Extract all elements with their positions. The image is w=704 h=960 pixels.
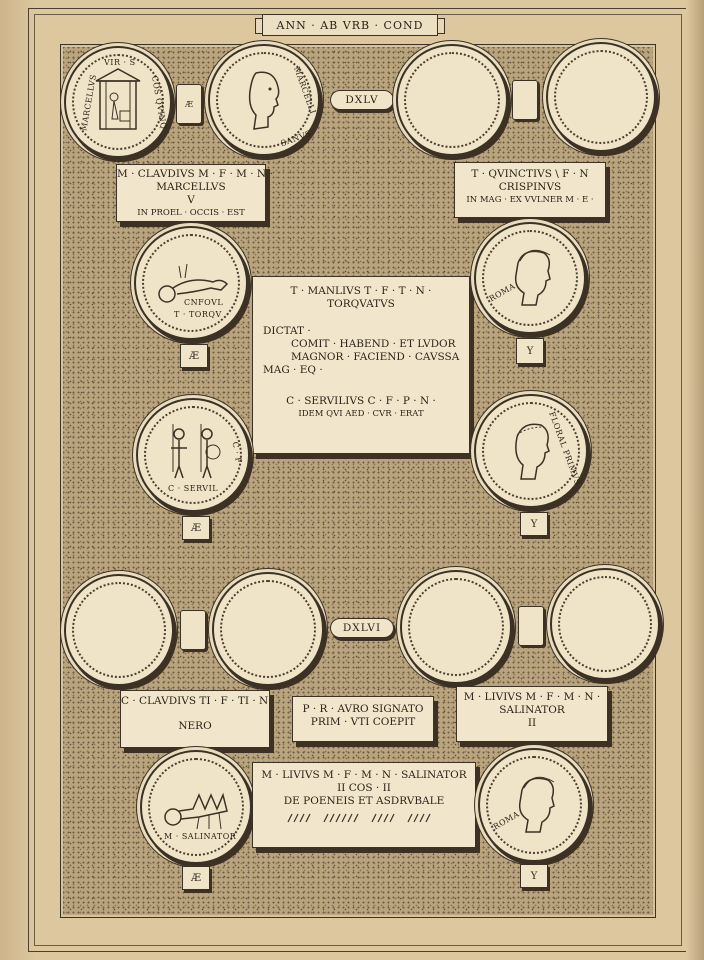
connector-2 — [180, 610, 206, 650]
plate-line: DE POENEIS ET ASDRVBALE — [283, 795, 445, 807]
coin-marcellus-obverse: MARCELLI SANVS — [208, 44, 320, 156]
header-plate: ANN · AB VRB · COND — [255, 14, 445, 36]
wreathed-head-icon — [515, 423, 550, 480]
helmeted-head-icon — [514, 249, 551, 306]
tab-ar-3-label: Æ — [190, 522, 201, 534]
coin-ring — [144, 406, 242, 504]
tab-ar-3: Æ — [182, 516, 210, 540]
tab-y-2: Y — [520, 512, 548, 536]
coin-servilius-head: FLORAL PRIMVS — [474, 394, 588, 508]
coin-roma-2: ROMA — [478, 748, 590, 862]
coin-ring — [558, 576, 652, 672]
plate-line: T · MANLIVS T · F · T · N · — [290, 285, 432, 297]
coin-ring — [72, 54, 164, 150]
connector-1 — [512, 80, 538, 120]
plate-claudius-marcellus: M · CLAVDIVS M · F · M · N · MARCELLVS V… — [116, 164, 273, 222]
quadriga-icon — [164, 792, 228, 830]
plate-line: P · R · AVRO SIGNATO — [302, 703, 424, 715]
plate-line: IDEM QVI AED · CVR · ERAT — [298, 409, 424, 419]
coin-blank-3 — [64, 574, 174, 686]
coin-ring — [482, 402, 580, 500]
chariot-icon — [158, 263, 229, 303]
tab-y-2-label: Y — [530, 518, 538, 530]
coin-ring — [554, 50, 648, 144]
coin-ring — [142, 234, 240, 332]
header-title: ANN · AB VRB · COND — [276, 18, 424, 32]
warriors-icon — [171, 424, 221, 479]
tab-ar-2: Æ — [180, 344, 208, 368]
tab-y-3-label: Y — [530, 870, 538, 882]
temple-icon — [95, 68, 141, 130]
coin-ring — [408, 578, 504, 676]
plate-line: V — [187, 194, 195, 206]
plate-claudius-nero: C · CLAVDIVS TI · F · TI · N · NERO — [120, 690, 275, 748]
tab-ar-2-label: Æ — [188, 350, 199, 362]
plate-line: TORQVATVS — [327, 298, 395, 310]
bearded-head-icon — [248, 71, 280, 130]
plate-livius-salinator-bottom: M · LIVIVS M · F · M · N · SALINATOR II … — [252, 762, 476, 848]
coin-ring — [216, 52, 312, 148]
tab-y-1-label: Y — [526, 345, 534, 357]
coin-ring — [72, 582, 166, 678]
tab-ar-1-label: Æ — [184, 99, 193, 109]
coin-blank-2 — [546, 42, 656, 152]
year-dxlvi-label: DXLVI — [342, 622, 382, 634]
plate-line: II — [527, 717, 537, 729]
coin-blank-1 — [396, 44, 508, 156]
year-dxlv-label: DXLV — [345, 94, 379, 106]
plate-line: CRISPINVS — [498, 181, 562, 193]
coin-ring — [404, 52, 500, 148]
coin-ring — [482, 230, 578, 326]
plate-line: M · LIVIVS M · F · M · N · SALINATOR — [261, 769, 467, 781]
plate-line: PRIM · VTI COEPIT — [310, 716, 416, 728]
plate-line: MARCELLVS — [156, 181, 226, 193]
coin-blank-5 — [400, 570, 512, 684]
coin-ring — [148, 758, 244, 856]
coin-torquatus-quadriga: CNFOVL T · TORQV — [134, 226, 248, 340]
coin-blank-6 — [550, 568, 660, 680]
hatch-marks-icon — [287, 813, 431, 823]
plate-line: II COS · II — [337, 782, 391, 794]
connector-3 — [518, 606, 544, 646]
plate-line: MAG · EQ · — [263, 364, 323, 376]
tab-ar-4-label: Æ — [190, 872, 201, 884]
legend-torqv: T · TORQV — [174, 310, 222, 319]
tab-ar-4: Æ — [182, 866, 210, 890]
plate-line: M · LIVIVS M · F · M · N · — [463, 691, 601, 703]
coin-ring — [486, 756, 582, 854]
legend-msalinator: M · SALINATOR — [164, 832, 237, 841]
plate-livius-salinator-top: M · LIVIVS M · F · M · N · SALINATOR II — [456, 686, 608, 742]
plate-line: T · QVINCTIVS \ F · N — [471, 168, 589, 180]
year-dxlvi: DXLVI — [330, 618, 394, 638]
coin-roma-1: ROMA — [474, 222, 586, 334]
plate-line: IN MAG · EX VVLNER M · E · — [466, 195, 594, 205]
coin-servilius-warriors: C · SERVIL C · F — [136, 398, 250, 512]
plate-line: NERO — [178, 720, 212, 732]
plate-quinctius-crispinus: T · QVINCTIVS \ F · N CRISPINVS IN MAG ·… — [454, 162, 606, 218]
legend-cnfovl: CNFOVL — [184, 298, 224, 307]
coin-marcellus-reverse: VIR · S MARCELLVS COS QVINQ — [64, 46, 172, 158]
coin-salinator-quadriga: M · SALINATOR — [140, 750, 252, 864]
plate-auro-signato: P · R · AVRO SIGNATO PRIM · VTI COEPIT — [292, 696, 434, 742]
tab-ar-1: Æ — [176, 84, 202, 124]
legend-marcellus-top: VIR · S — [104, 58, 136, 67]
plate-line: COMIT · HABEND · ET LVDOR — [291, 338, 456, 350]
tab-y-3: Y — [520, 864, 548, 888]
tab-y-1: Y — [516, 338, 544, 364]
coin-ring — [220, 580, 316, 678]
year-dxlv: DXLV — [330, 90, 394, 110]
plate-line: IN PROEL · OCCIS · EST — [137, 208, 245, 218]
plate-line: C · SERVILIVS C · F · P · N · — [286, 395, 436, 407]
helmeted-head-icon — [518, 776, 555, 833]
plate-line: SALINATOR — [499, 704, 565, 716]
plate-manlius-torquatus: T · MANLIVS T · F · T · N · TORQVATVS DI… — [252, 276, 470, 454]
plate-line: MAGNOR · FACIEND · CAVSSA — [291, 351, 460, 363]
plate-line: DICTAT · — [263, 325, 311, 337]
plate-line: M · CLAVDIVS M · F · M · N · — [117, 168, 273, 180]
plate-line: C · CLAVDIVS TI · F · TI · N · — [121, 695, 275, 707]
coin-blank-4 — [212, 572, 324, 686]
legend-servil: C · SERVIL — [168, 484, 219, 493]
